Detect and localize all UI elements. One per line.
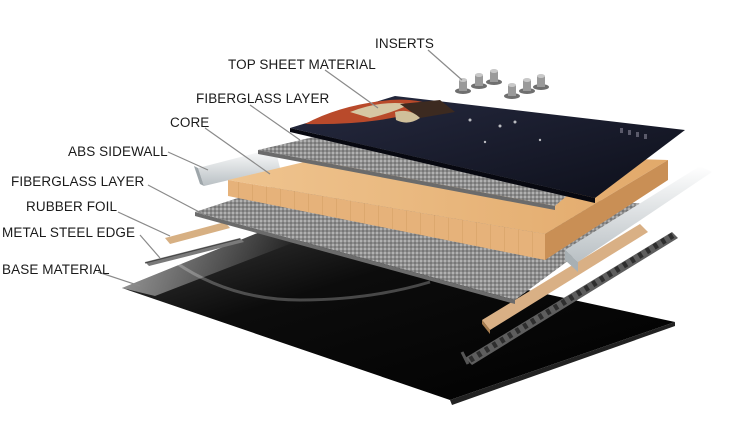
leader-top-sheet	[324, 69, 379, 109]
label-abs-sidewall: ABS SIDEWALL	[68, 144, 168, 159]
top-sheet-material-layer	[290, 96, 685, 203]
metal-steel-edge-right	[460, 231, 678, 365]
label-fiberglass-layer-bottom: FIBERGLASS LAYER	[11, 174, 145, 189]
label-top-sheet-material: TOP SHEET MATERIAL	[228, 57, 376, 72]
base-material-layer	[122, 232, 675, 405]
insert-icon	[533, 74, 549, 90]
rubber-foil-right	[482, 224, 648, 334]
insert-icon	[471, 73, 487, 89]
insert-icon	[504, 83, 520, 99]
insert-icon	[486, 69, 502, 85]
abs-sidewall-right	[565, 166, 712, 272]
insert-icon	[455, 78, 471, 94]
leader-inserts	[427, 49, 463, 81]
abs-sidewall-left	[194, 148, 280, 186]
leader-rubber-foil	[117, 211, 171, 237]
leader-abs-sidewall	[167, 151, 209, 171]
leader-core	[204, 127, 271, 175]
metal-steel-edge-left	[144, 238, 244, 266]
leader-lines	[97, 49, 463, 287]
rubber-foil-left	[165, 222, 230, 244]
label-inserts: INSERTS	[375, 36, 434, 51]
inserts-group	[455, 69, 549, 99]
label-base-material: BASE MATERIAL	[2, 262, 110, 277]
leader-metal-edge	[139, 234, 161, 259]
leader-base	[97, 271, 141, 287]
label-rubber-foil: RUBBER FOIL	[26, 199, 118, 214]
leader-fiberglass-bottom	[147, 184, 206, 216]
insert-icon	[519, 78, 535, 94]
labels: INSERTS TOP SHEET MATERIAL FIBERGLASS LA…	[2, 36, 434, 277]
label-core: CORE	[170, 115, 209, 130]
leader-fiberglass-top	[249, 104, 301, 141]
label-fiberglass-layer-top: FIBERGLASS LAYER	[196, 91, 330, 106]
label-metal-steel-edge: METAL STEEL EDGE	[2, 225, 135, 240]
